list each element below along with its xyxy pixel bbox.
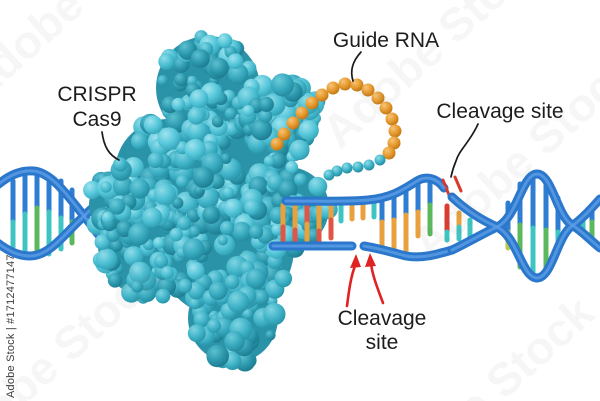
watermark-text: Adobe Stock — [0, 248, 171, 401]
dna-backbone-highlight — [450, 172, 600, 252]
dna-backbone-highlight — [362, 244, 454, 259]
arrow-left-shaft — [345, 264, 357, 308]
annotations: CRISPR Cas9 Guide RNA Cleavage site Clea… — [57, 29, 563, 354]
label-cleavage-site-bottom-line1: Cleavage — [338, 307, 427, 330]
leader-line-cleavage-top — [450, 123, 479, 178]
cleavage-arrows — [345, 253, 385, 308]
dna-right-helix — [447, 169, 600, 283]
arrow-left-head — [350, 254, 361, 268]
dna-backbone-highlight — [450, 195, 600, 280]
dna-middle-base-pairs — [280, 177, 473, 256]
leader-line-crispr-cas9 — [101, 131, 120, 161]
dna-unwound-middle — [268, 173, 473, 262]
cleavage-cut-marks — [441, 175, 463, 197]
guide-rna-strand — [270, 77, 402, 181]
arrow-right-shaft — [369, 261, 385, 305]
label-crispr-cas9-line1: CRISPR — [57, 83, 136, 106]
dna-backbone-highlight — [284, 176, 446, 203]
label-cleavage-site-bottom-line2: site — [366, 331, 399, 354]
cas9-protein — [83, 30, 338, 372]
arrow-right-head — [365, 253, 376, 267]
label-cleavage-site-top: Cleavage site — [436, 100, 563, 123]
label-crispr-cas9-line2: Cas9 — [72, 108, 121, 131]
watermark-attribution: Adobe Stock | #1712477147 — [5, 254, 17, 398]
label-guide-rna: Guide RNA — [333, 29, 439, 52]
leader-line-guide-rna — [350, 51, 362, 82]
